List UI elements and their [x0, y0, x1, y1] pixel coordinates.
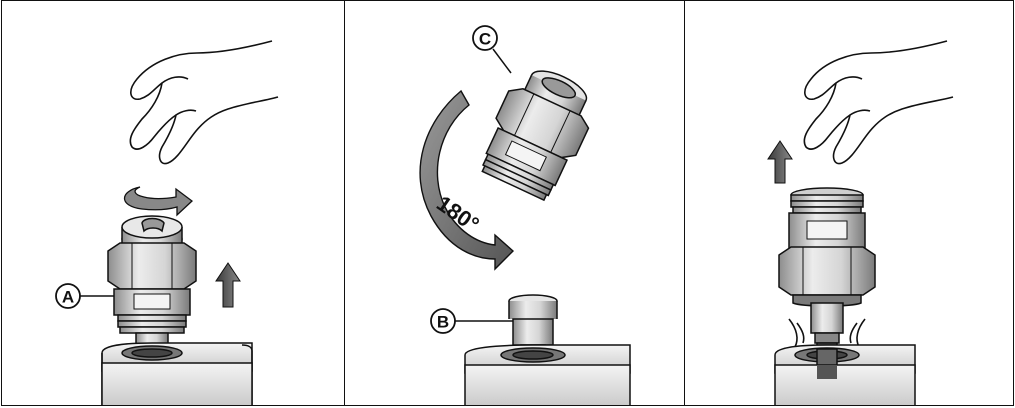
hand-icon — [804, 41, 953, 164]
callout-a: A — [56, 284, 114, 308]
up-arrow-icon — [216, 263, 240, 307]
rotate-arrow-icon — [125, 187, 193, 215]
base-plate — [775, 345, 915, 406]
step-panel-3 — [684, 0, 1014, 406]
step-panel-2: 180° C — [344, 0, 685, 406]
step-1-illustration: A — [2, 1, 345, 406]
callout-c: C — [473, 26, 511, 73]
callout-a-label: A — [62, 288, 74, 307]
step-3-illustration — [685, 1, 1014, 406]
base-plate — [102, 343, 252, 406]
callout-b-label: B — [437, 313, 449, 332]
tilted-cable-gland — [473, 58, 603, 204]
callout-b: B — [431, 309, 513, 333]
hand-icon — [130, 41, 278, 164]
base-plate — [465, 345, 630, 406]
up-arrow-icon — [768, 141, 792, 183]
step-2-illustration: 180° C — [345, 1, 685, 406]
step-panel-1: A — [1, 0, 345, 406]
callout-c-label: C — [479, 30, 491, 49]
cable-gland-assembly — [108, 216, 196, 347]
